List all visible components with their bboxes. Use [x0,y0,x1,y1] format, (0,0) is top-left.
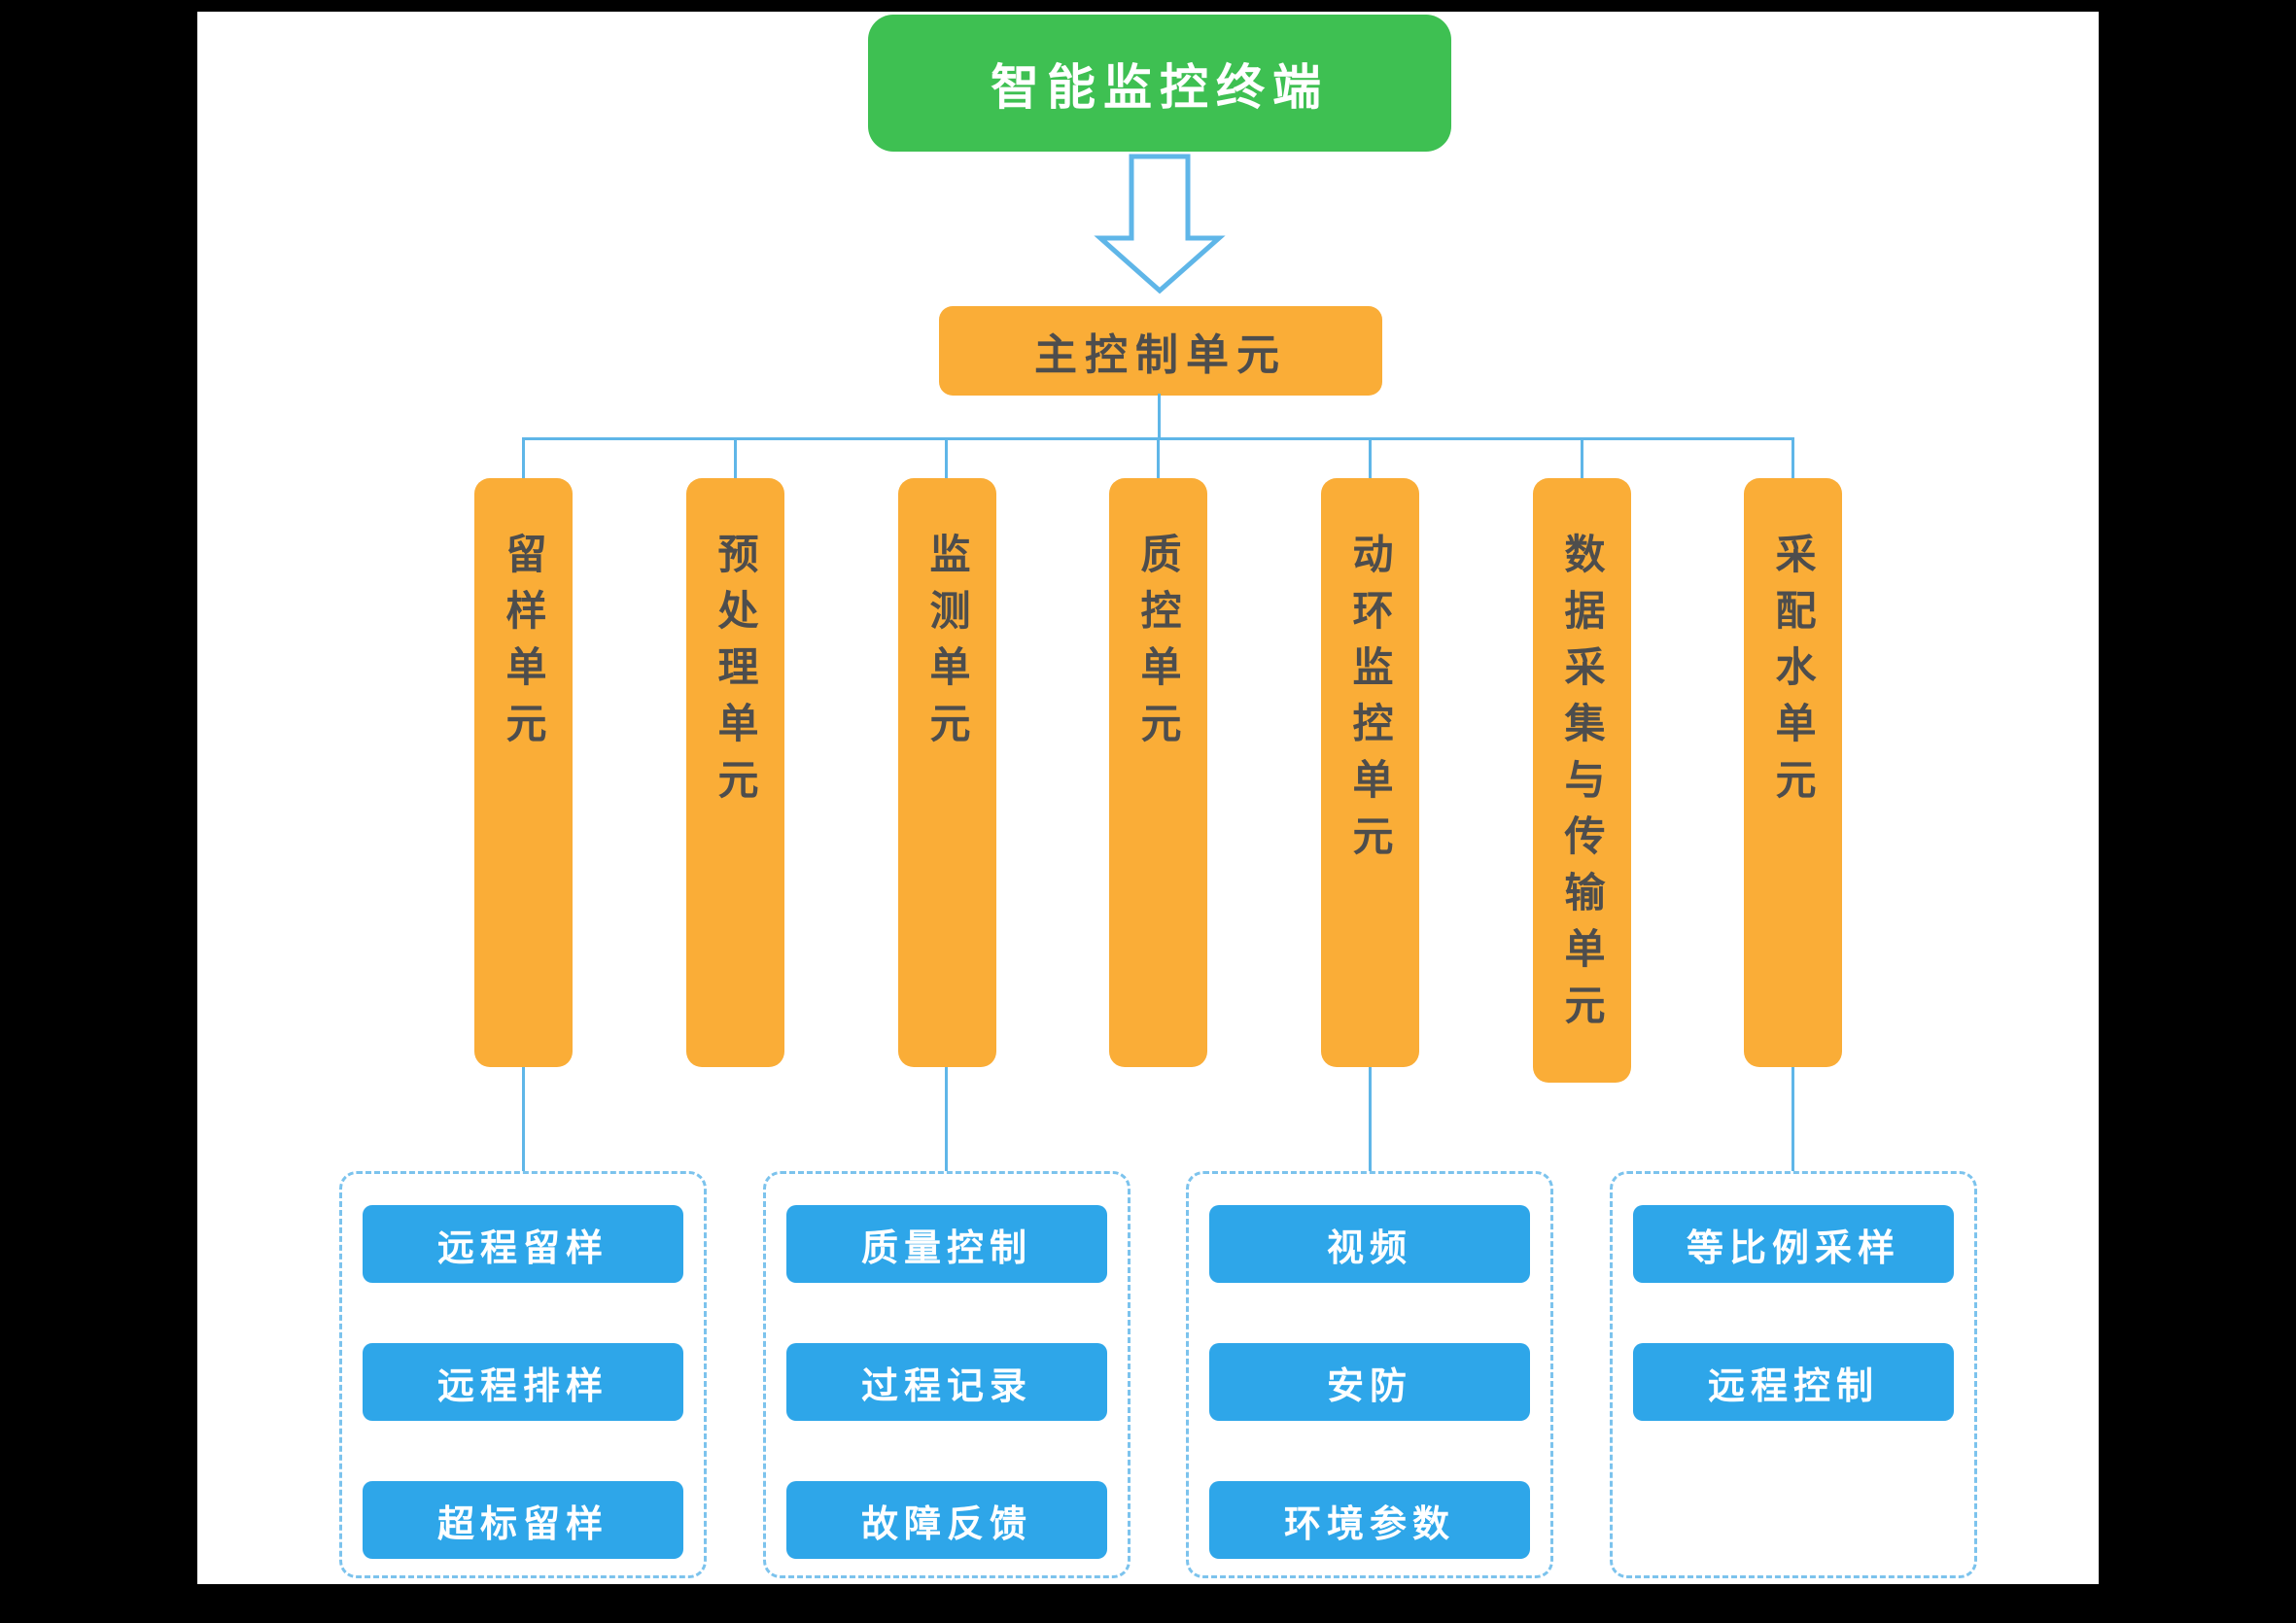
connector-group-drop-1 [522,1067,525,1171]
unit-label: 采配水单元 [1770,533,1816,814]
group-monitoring: 质量控制 过程记录 故障反馈 [763,1171,1131,1578]
group-item: 远程排样 [363,1343,683,1421]
connector-main-stub [1158,394,1161,440]
connector-drop-1 [522,437,525,480]
group-item-label: 质量控制 [860,1227,1032,1269]
group-water-intake-distribution: 等比例采样 远程控制 [1610,1171,1977,1578]
group-item-label: 远程留样 [436,1227,609,1269]
group-item: 安防 [1209,1343,1530,1421]
group-sample-retention: 远程留样 远程排样 超标留样 [339,1171,707,1578]
unit-label: 数据采集与传输单元 [1559,533,1605,1040]
unit-label: 动环监控单元 [1347,533,1393,871]
group-item: 等比例采样 [1633,1205,1954,1283]
node-unit-monitoring: 监测单元 [898,478,996,1067]
connector-group-drop-3 [1369,1067,1372,1171]
group-item-label: 等比例采样 [1686,1227,1900,1269]
connector-drop-3 [945,437,948,480]
node-unit-pretreatment: 预处理单元 [686,478,784,1067]
group-item: 质量控制 [786,1205,1107,1283]
group-env-monitoring: 视频 安防 环境参数 [1186,1171,1553,1578]
connector-drop-2 [734,437,737,480]
unit-label: 留样单元 [501,533,546,758]
connector-group-drop-4 [1792,1067,1794,1171]
group-item-label: 过程记录 [860,1365,1032,1407]
node-unit-env-monitoring: 动环监控单元 [1321,478,1419,1067]
unit-label: 预处理单元 [713,533,758,814]
group-item-label: 故障反馈 [860,1503,1032,1545]
group-item-label: 视频 [1326,1227,1412,1269]
group-item-label: 环境参数 [1283,1503,1455,1545]
main-node-label: 主控制单元 [1034,331,1287,379]
group-item: 远程留样 [363,1205,683,1283]
root-node-label: 智能监控终端 [991,59,1329,115]
node-unit-sample-retention: 留样单元 [474,478,573,1067]
node-unit-data-acquisition-transmission: 数据采集与传输单元 [1533,478,1631,1083]
group-item: 视频 [1209,1205,1530,1283]
group-item: 环境参数 [1209,1481,1530,1559]
group-item: 超标留样 [363,1481,683,1559]
connector-drop-4 [1157,437,1160,480]
group-item: 故障反馈 [786,1481,1107,1559]
connector-group-drop-2 [945,1067,948,1171]
node-main-control-unit: 主控制单元 [939,306,1382,396]
unit-label: 监测单元 [924,533,970,758]
node-intelligent-terminal: 智能监控终端 [868,15,1451,152]
connector-drop-7 [1792,437,1794,480]
unit-label: 质控单元 [1135,533,1181,758]
node-unit-quality-control: 质控单元 [1109,478,1207,1067]
group-item-label: 安防 [1326,1365,1412,1407]
group-item: 过程记录 [786,1343,1107,1421]
group-item-label: 超标留样 [436,1503,609,1545]
group-item: 远程控制 [1633,1343,1954,1421]
group-item-label: 远程排样 [436,1365,609,1407]
down-arrow-icon [1094,154,1226,294]
group-item-label: 远程控制 [1707,1365,1879,1407]
connector-drop-6 [1581,437,1583,480]
node-unit-water-intake-distribution: 采配水单元 [1744,478,1842,1067]
connector-drop-5 [1369,437,1372,480]
